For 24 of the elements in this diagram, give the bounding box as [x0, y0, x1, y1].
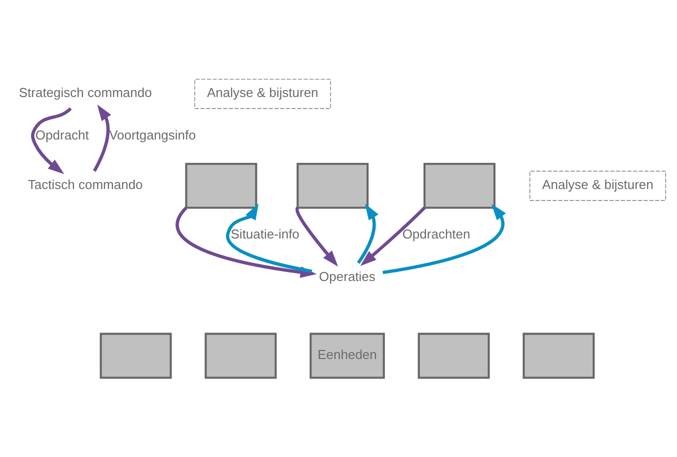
arrow [31, 107, 72, 174]
arrow [226, 203, 312, 273]
node-box: Analyse & bijsturen [529, 170, 666, 201]
node-box [185, 162, 258, 209]
node-box: Eenheden [310, 332, 385, 379]
arrow [295, 207, 338, 267]
node-box [100, 332, 172, 379]
node-box [424, 162, 496, 209]
arrow [360, 206, 426, 266]
node-box: Analyse & bijsturen [194, 78, 331, 109]
node-box [296, 162, 369, 209]
edge-label: Situatie-info [230, 226, 300, 242]
node-box [522, 332, 595, 379]
edge-label: Opdrachten [402, 226, 470, 242]
node-text: Operaties [319, 268, 376, 284]
node-box [418, 332, 490, 379]
edge-label: Voortgangsinfo [109, 127, 196, 142]
node-text: Tactisch commando [28, 176, 143, 192]
node-text: Strategisch commando [18, 84, 152, 100]
node-box [204, 332, 277, 379]
edge-label: Opdracht [35, 127, 89, 142]
arrow [356, 204, 378, 264]
arrow [92, 104, 112, 172]
arrow [382, 204, 506, 274]
